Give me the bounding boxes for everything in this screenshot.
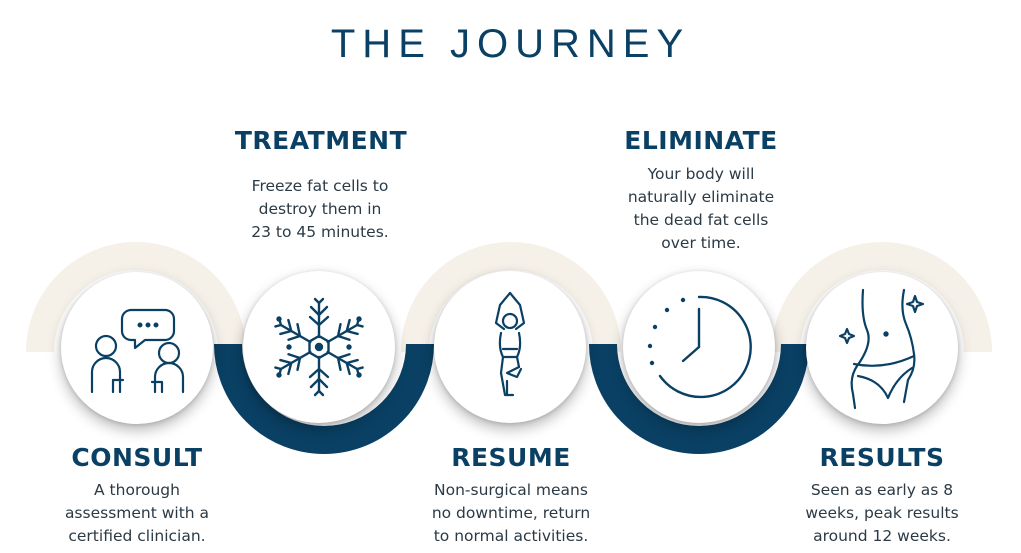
step-text-consult: A thorough assessment with a certified c… <box>64 481 210 545</box>
step-heading-treatment: TREATMENT <box>234 126 408 155</box>
step-circle-resume <box>434 271 586 423</box>
step-circle-results <box>806 272 958 424</box>
step-text-eliminate: Your body will naturally eliminate the d… <box>627 165 775 252</box>
yoga-pose-icon <box>494 291 526 397</box>
step-heading-eliminate: ELIMINATE <box>624 126 778 155</box>
step-circle-consult <box>61 272 213 424</box>
step-text-results: Seen as early as 8 weeks, peak results a… <box>805 481 959 545</box>
clock-icon <box>647 295 752 399</box>
slim-waist-icon <box>838 288 925 410</box>
page-title: THE JOURNEY <box>330 22 691 66</box>
snowflake-icon <box>271 297 367 397</box>
arc-light-consult <box>26 242 246 353</box>
consultation-people-icon <box>90 308 185 394</box>
arc-light-resume <box>401 242 621 353</box>
step-text-resume: Non-surgical means no downtime, return t… <box>431 481 591 545</box>
step-heading-consult: CONSULT <box>71 443 203 472</box>
arc-dark-treatment <box>214 343 434 454</box>
step-circle-treatment <box>243 271 395 423</box>
step-circle-eliminate <box>623 271 775 423</box>
step-heading-results: RESULTS <box>819 443 945 472</box>
arc-light-results <box>772 242 992 353</box>
step-text-treatment: Freeze fat cells to destroy them in 23 t… <box>251 177 389 241</box>
step-heading-resume: RESUME <box>451 443 571 472</box>
arc-dark-eliminate <box>589 343 809 454</box>
